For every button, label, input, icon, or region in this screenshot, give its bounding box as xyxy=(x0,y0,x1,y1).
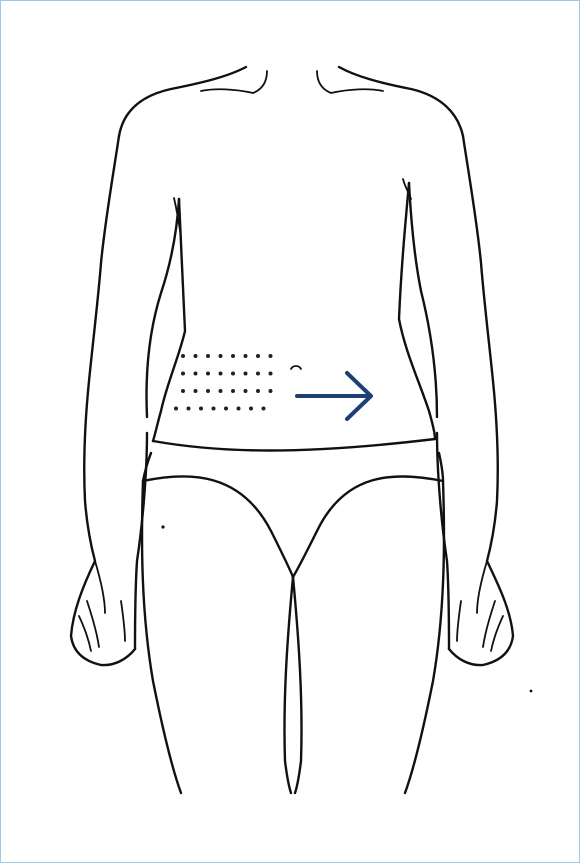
injection-site-dot xyxy=(194,372,198,376)
injection-site-dot xyxy=(249,407,253,411)
injection-site-dot xyxy=(219,354,223,358)
injection-site-dot xyxy=(244,354,248,358)
injection-site-dot xyxy=(231,354,235,358)
injection-site-dot xyxy=(262,407,266,411)
injection-site-dot xyxy=(219,372,223,376)
injection-site-dot xyxy=(256,389,260,393)
injection-site-dot xyxy=(181,389,185,393)
neck-and-shoulders xyxy=(119,67,463,136)
torso xyxy=(153,179,435,441)
injection-site-dot xyxy=(206,389,210,393)
injection-site-dot xyxy=(231,389,235,393)
injection-site-dot xyxy=(206,372,210,376)
injection-site-dot xyxy=(206,354,210,358)
small-marks xyxy=(161,366,532,692)
injection-site-dot xyxy=(181,354,185,358)
injection-site-dot xyxy=(256,354,260,358)
injection-site-dot xyxy=(237,407,241,411)
injection-site-dot xyxy=(231,372,235,376)
injection-site-dot xyxy=(212,407,216,411)
legs xyxy=(142,481,444,793)
injection-site-dot xyxy=(256,372,260,376)
injection-site-dot xyxy=(194,354,198,358)
injection-site-dot xyxy=(244,389,248,393)
injection-site-dot xyxy=(269,372,273,376)
injection-site-dot xyxy=(244,372,248,376)
injection-site-dot xyxy=(187,407,191,411)
injection-site-dot xyxy=(174,407,178,411)
injection-site-dot xyxy=(181,372,185,376)
injection-site-dot xyxy=(199,407,203,411)
underwear xyxy=(143,439,443,577)
arrow-right-icon xyxy=(297,373,371,419)
injection-site-dot xyxy=(194,389,198,393)
injection-site-dot xyxy=(224,407,228,411)
injection-site-dot xyxy=(269,354,273,358)
injection-site-dot-grid xyxy=(174,354,273,411)
injection-site-dot xyxy=(269,389,273,393)
injection-site-dot xyxy=(219,389,223,393)
